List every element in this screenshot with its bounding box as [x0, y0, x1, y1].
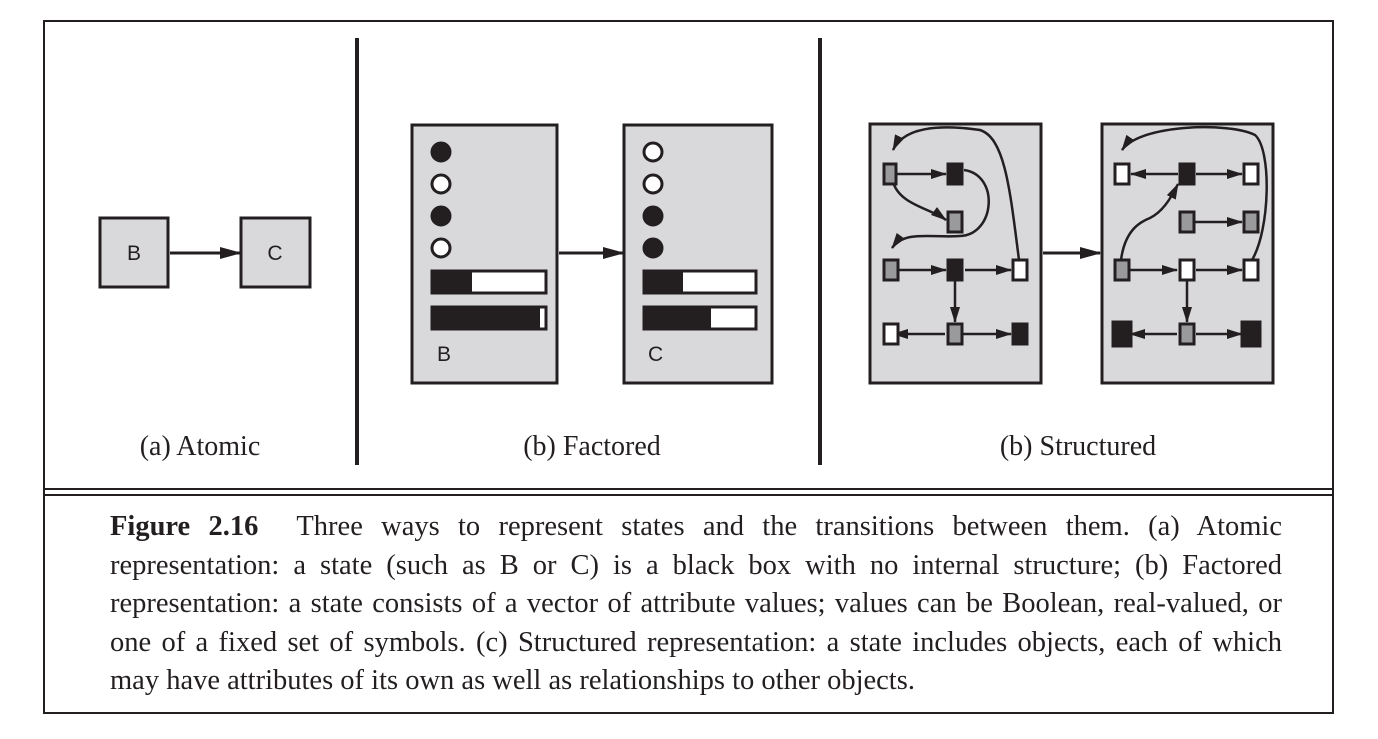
figure-frame — [43, 20, 1334, 714]
structured-c-node-9 — [1111, 320, 1133, 348]
structured-b-node-6 — [1011, 258, 1029, 282]
structured-b-node-4 — [882, 258, 900, 282]
structured-c-node-7 — [1178, 258, 1196, 282]
factored-b-real-1 — [430, 269, 548, 295]
factored-panel-label: (b) Factored — [523, 431, 661, 462]
factored-b-real-2 — [430, 305, 548, 331]
structured-c-node-1 — [1113, 162, 1131, 186]
structured-b-node-3 — [946, 210, 964, 234]
figure-caption-label: Figure 2.16 — [110, 511, 259, 542]
factored-state-b-label: B — [437, 343, 451, 366]
atomic-panel: B C — [98, 216, 312, 289]
structured-panel-label: (b) Structured — [999, 431, 1157, 462]
structured-c-node-4 — [1178, 210, 1196, 234]
structured-b-node-7 — [882, 322, 900, 346]
atomic-state-c — [239, 216, 312, 289]
structured-panel — [868, 122, 1275, 385]
factored-b-bool-4 — [430, 237, 452, 259]
factored-c-bool-3 — [642, 205, 664, 227]
structured-b-node-9 — [1011, 322, 1029, 346]
structured-b-node-2 — [946, 162, 964, 186]
structured-b-node-1 — [882, 162, 898, 186]
factored-c-real-2 — [642, 305, 758, 331]
structured-c-node-10 — [1178, 322, 1196, 346]
factored-state-c-label: C — [648, 343, 663, 366]
structured-c-node-2 — [1178, 162, 1196, 186]
structured-c-node-3 — [1242, 162, 1260, 186]
factored-c-real-1 — [642, 269, 758, 295]
factored-state-c-booleans — [642, 141, 664, 259]
structured-c-node-8 — [1242, 258, 1260, 282]
structured-c-edges — [1119, 125, 1268, 339]
atomic-state-c-label: C — [267, 242, 282, 265]
factored-b-bool-3 — [430, 205, 452, 227]
atomic-state-b — [98, 216, 170, 289]
atomic-state-b-label: B — [127, 242, 141, 265]
structured-c-node-11 — [1240, 320, 1262, 348]
factored-state-b-booleans — [430, 141, 452, 259]
figure-caption-text: Three ways to represent states and the t… — [110, 511, 1282, 696]
factored-b-bool-1 — [430, 141, 452, 163]
structured-b-node-8 — [946, 322, 964, 346]
factored-c-bool-2 — [642, 173, 664, 195]
structured-c-nodes — [1111, 162, 1262, 348]
structured-c-node-5 — [1242, 210, 1260, 234]
structured-c-node-6 — [1113, 258, 1131, 282]
structured-b-node-5 — [946, 258, 964, 282]
factored-c-bool-1 — [642, 141, 664, 163]
atomic-panel-label: (a) Atomic — [139, 431, 261, 462]
factored-b-bool-2 — [430, 173, 452, 195]
factored-c-bool-4 — [642, 237, 664, 259]
factored-panel: B C — [410, 123, 774, 385]
structured-b-nodes — [882, 162, 1029, 346]
structured-b-edges — [890, 126, 1021, 339]
